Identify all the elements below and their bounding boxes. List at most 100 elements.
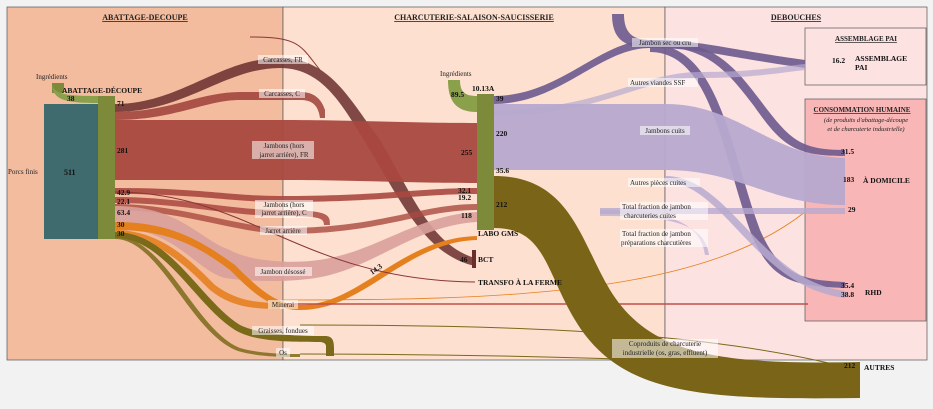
value-assemblage-pai: 16.2 [832, 56, 845, 65]
section-title-charcuterie: CHARCUTERIE-SALAISON-SAUCISSERIE [394, 13, 554, 22]
node-labo-gms [477, 94, 494, 230]
section-assemblage-bg [804, 27, 927, 86]
value-31-5: 31.5 [841, 147, 854, 156]
label-autres: AUTRES [864, 363, 894, 372]
tag-bg-total-prep [620, 229, 708, 247]
value-63-4: 63.4 [117, 208, 130, 217]
value-118: 118 [461, 211, 472, 220]
tag-bg-os [276, 348, 290, 357]
flow-label-minerai: Minerai [272, 301, 294, 309]
flow-lavender-assemblage [494, 64, 805, 116]
flow-minerai [115, 222, 477, 310]
consommation-note-2: et de charcuterie industrielle) [827, 126, 904, 133]
flow-label-total-prep-1: Total fraction de jambon [622, 230, 691, 238]
flow-label-coproduits-1: Coproduits de charcuterie [629, 340, 701, 348]
label-transfo-ferme: TRANSFO À LA FERME [478, 277, 562, 287]
tag-bg-carcasses-fr [258, 55, 308, 64]
label-rhd: RHD [865, 288, 882, 297]
flow-ingredients-1 [52, 83, 98, 103]
value-ingredients-1: 38 [67, 94, 75, 103]
section-title-debouches: DEBOUCHES [771, 13, 822, 22]
flow-label-jambons-fr-1: Jambons (hors [264, 142, 305, 150]
tag-bg-graisses [252, 326, 314, 335]
tag-bg-autres-viandes [628, 78, 698, 87]
flow-ingredients-2 [448, 80, 477, 112]
value-19-2: 19.2 [458, 193, 471, 202]
section-title-consommation: CONSOMMATION HUMAINE [814, 106, 911, 114]
flow-graisses [115, 232, 334, 356]
value-42-9: 42.9 [117, 188, 130, 197]
value-30b: 30 [117, 229, 125, 238]
value-autres: 212 [844, 361, 856, 370]
flow-carcasses-c [115, 92, 325, 120]
flow-label-carcasses-fr: Carcasses, FR [263, 56, 303, 64]
value-bct: 46 [460, 255, 468, 264]
flow-label-jambons-cuits: Jambons cuits [645, 127, 685, 135]
flow-lavender-prep [600, 210, 709, 255]
node-porcs-finis [44, 104, 100, 239]
tag-bg-total-jambon [620, 202, 708, 220]
section-title-assemblage: ASSEMBLAGE PAI [835, 35, 897, 43]
value-220: 220 [496, 129, 508, 138]
flow-42-9 [115, 188, 477, 202]
flow-thin-transfo [114, 191, 476, 283]
label-porcs-finis: Porcs finis [8, 168, 38, 176]
flow-label-jambons-fr-2: jarret arrière), FR [258, 151, 308, 159]
value-porcs-finis: 511 [64, 168, 76, 177]
flow-label-jambon-desosse: Jambon désossé [261, 268, 306, 276]
section-title-abattage: ABATTAGE-DECOUPE [102, 13, 188, 22]
flow-label-total-prep-2: préparations charcutières [621, 239, 691, 247]
label-abattage-decoupe: ABATTAGE-DÉCOUPE [62, 85, 142, 95]
tag-bg-jambons-c [255, 200, 313, 218]
flow-jambons-cuits [494, 104, 845, 205]
value-71: 71 [117, 99, 125, 108]
node-bct [472, 250, 476, 268]
flow-label-os: Os [279, 349, 287, 357]
flow-label-autres-pieces: Autres pièces cuites [630, 179, 686, 187]
value-ingredients-2: 89.5 [451, 90, 464, 99]
value-183: 183 [843, 175, 855, 184]
value-255: 255 [461, 148, 473, 157]
tag-bg-autres-pieces [628, 178, 700, 187]
value-22-1: 22.1 [117, 197, 130, 206]
value-30a: 30 [117, 220, 125, 229]
flow-jambon-sec [494, 40, 805, 104]
tag-bg-jambon-sec [632, 38, 698, 47]
flow-thin-bct [249, 36, 321, 71]
flow-label-jambon-sec: Jambon sec ou cru [639, 39, 691, 47]
tag-bg-minerai [268, 300, 298, 309]
label-a-domicile: À DOMICILE [863, 175, 910, 185]
flow-label-jambons-c-1: Jambons (hors [264, 201, 305, 209]
flow-jambons-c [115, 197, 330, 225]
flow-label-coproduits-2: industrielle (os, gras, effluent) [623, 349, 708, 357]
flow-label-autres-viandes: Autres viandes SSF [630, 79, 685, 87]
flow-label-total-jambon-1: Total fraction de jambon [622, 203, 691, 211]
tag-bg-jambons-fr [252, 141, 314, 159]
value-29: 29 [848, 205, 856, 214]
flow-jambon-desosse [115, 206, 477, 282]
label-ingredients-2: Ingrédients [440, 70, 472, 78]
value-35-6: 35.6 [496, 166, 509, 175]
flow-label-graisses: Graisses, fondues [258, 327, 308, 335]
label-assemblage-pai-1: ASSEMBLAGE [855, 54, 907, 63]
flow-os [115, 236, 300, 357]
label-assemblage-pai-2: PAI [855, 63, 867, 72]
tag-bg-jambon-desosse [255, 267, 312, 276]
flow-label-total-jambon-2: charcuteries cuites [624, 212, 676, 220]
tag-bg-jarret [260, 226, 307, 235]
node-abattage-decoupe [98, 96, 115, 239]
value-212: 212 [496, 200, 508, 209]
value-281: 281 [117, 146, 129, 155]
value-32-1: 32.1 [458, 186, 471, 195]
consommation-note-1: (de produits d'abattage-découpe [824, 117, 908, 124]
value-35-4: 35.4 [841, 281, 854, 290]
value-39: 39 [496, 94, 504, 103]
label-labo-gms: LABO GMS [478, 229, 518, 238]
flow-label-jambons-c-2: jarret arrière), C [260, 209, 307, 217]
tag-bg-jambons-cuits [640, 126, 690, 135]
tag-bg-carcasses-c [259, 89, 305, 98]
label-bct: BCT [478, 255, 493, 264]
value-10-13a: 10.13A [472, 84, 495, 93]
